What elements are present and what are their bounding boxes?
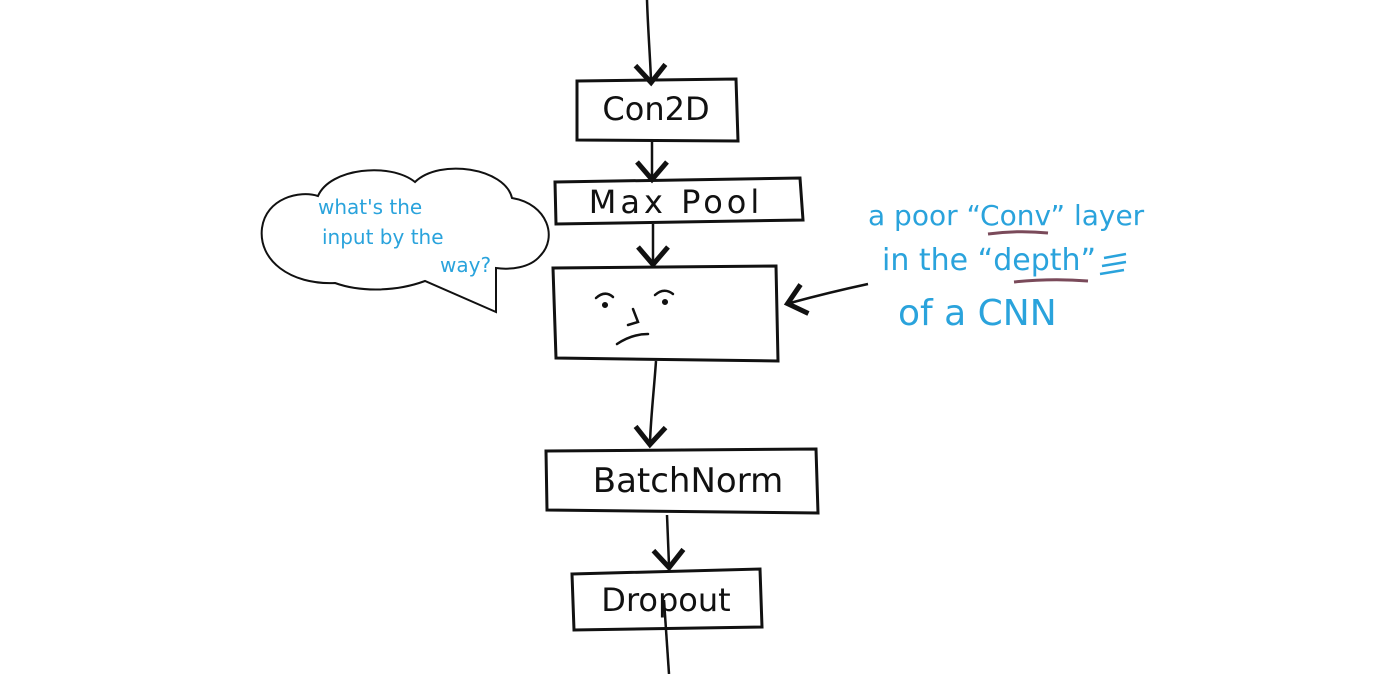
conv-word: Conv: [980, 199, 1051, 232]
note-line-2: in the “depth”: [882, 243, 1096, 278]
maxpool-label: Max Pool: [589, 183, 764, 221]
bubble-line-3: way?: [440, 253, 491, 277]
batchnorm-block: BatchNorm: [544, 447, 820, 515]
arrow-into-conv2d: [633, 0, 668, 87]
conv2d-label: Con2D: [602, 90, 709, 128]
dropout-block: Dropout: [570, 567, 764, 632]
batchnorm-label: BatchNorm: [593, 461, 783, 501]
depth-annotation: a poor “Conv” layer in the “depth” of a …: [868, 199, 1145, 334]
conv2d-block: Con2D: [575, 77, 740, 143]
maxpool-block: Max Pool: [553, 176, 805, 226]
bubble-line-1: what's the: [318, 195, 422, 219]
note-line-1: a poor “Conv” layer: [868, 199, 1145, 232]
arrow-batchnorm-to-dropout: [651, 514, 686, 572]
note-pointer-arrow: [783, 282, 869, 316]
depth-word: depth: [993, 243, 1080, 278]
conv-underline: [987, 230, 1049, 236]
bubble-line-2: input by the: [322, 225, 444, 249]
depth-underline: [1013, 278, 1089, 284]
note-line-3: of a CNN: [898, 293, 1057, 334]
arrow-out-of-dropout: [662, 599, 671, 674]
speech-bubble: what's the input by the way?: [260, 167, 550, 314]
depth-emphasis-marks: [1099, 252, 1127, 276]
arrow-face-to-batchnorm: [633, 360, 668, 449]
confused-face-icon: [594, 289, 675, 346]
poor-conv-layer-block: [551, 264, 780, 363]
